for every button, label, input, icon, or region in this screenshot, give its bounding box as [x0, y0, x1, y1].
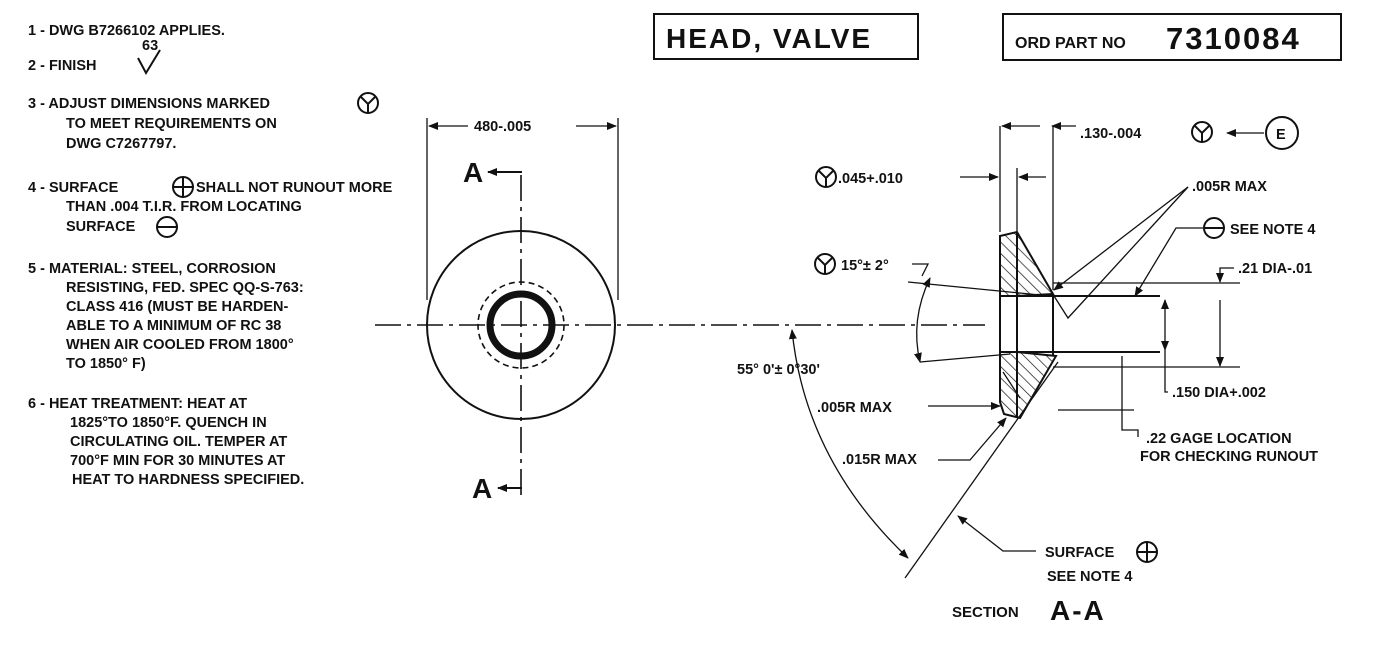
note-6-line-3: CIRCULATING OIL. TEMPER AT: [70, 434, 287, 450]
thickness-dimension: .130-.004: [1080, 126, 1141, 142]
note-5-line-6: TO 1850° F): [66, 356, 146, 372]
valve-head-outline: [999, 232, 1160, 418]
part-number: 7310084: [1166, 21, 1301, 56]
extension-lines: [426, 118, 619, 300]
note-5-line-3: CLASS 416 (MUST BE HARDEN-: [66, 299, 289, 315]
surface-label: SURFACE: [1045, 545, 1115, 561]
control-dimension-symbol-icon: [814, 253, 836, 275]
gage-location-line-1: .22 GAGE LOCATION: [1146, 431, 1292, 447]
title-box: HEAD, VALVE: [653, 13, 919, 60]
bore-ring: [486, 290, 556, 360]
section-label-big: A-A: [1050, 595, 1106, 626]
note-6-line-1: 6 - HEAT TREATMENT: HEAT AT: [28, 396, 247, 412]
lower-section-hatch: [999, 351, 1058, 420]
finish-value: 63: [142, 38, 158, 54]
notes-block: 1 - DWG B7266102 APPLIES. 2 - FINISH 63 …: [28, 23, 393, 488]
section-view: .130-.004 E .045+.010 .005R MAX SEE NOTE…: [737, 116, 1318, 626]
see-note-top: SEE NOTE 4: [1230, 222, 1315, 238]
section-label-small: SECTION: [952, 604, 1019, 621]
note-5-line-4: ABLE TO A MINIMUM OF RC 38: [66, 318, 281, 334]
chamfer-depth-dimension: .045+.010: [838, 171, 903, 187]
angle-55-dimension: 55° 0'± 0°30': [737, 362, 820, 378]
note-6-line-4: 700°F MIN FOR 30 MINUTES AT: [70, 453, 285, 469]
surface-plus-symbol-icon: [1136, 541, 1158, 563]
note-4-line-1b: SHALL NOT RUNOUT MORE: [196, 180, 393, 196]
radius-top-dimension: .005R MAX: [1192, 179, 1267, 195]
note-3-line-2: TO MEET REQUIREMENTS ON: [66, 116, 277, 132]
upper-section-hatch: [999, 230, 1055, 297]
note-2: 2 - FINISH: [28, 58, 96, 74]
note-5-line-5: WHEN AIR COOLED FROM 1800°: [66, 337, 294, 353]
note-3-line-3: DWG C7267797.: [66, 136, 176, 152]
datum-e-label: E: [1276, 127, 1286, 143]
diameter-21-dimension: .21 DIA-.01: [1238, 261, 1312, 277]
finish-check-icon: [137, 49, 161, 76]
section-marker-top: A: [463, 157, 485, 188]
drawing-title: HEAD, VALVE: [666, 23, 872, 54]
note-4-line-1: 4 - SURFACE: [28, 180, 119, 196]
surface-plus-symbol-icon: [172, 176, 194, 198]
note-6-line-5: HEAT TO HARDNESS SPECIFIED.: [72, 472, 304, 488]
note-5-line-1: 5 - MATERIAL: STEEL, CORROSION: [28, 261, 276, 277]
section-marker-bottom: A: [472, 473, 494, 504]
note-4-line-3: SURFACE: [66, 219, 136, 235]
note-4-line-2: THAN .004 T.I.R. FROM LOCATING: [66, 199, 302, 215]
note-6-line-2: 1825°TO 1850°F. QUENCH IN: [70, 415, 267, 431]
note-5-line-2: RESISTING, FED. SPEC QQ-S-763:: [66, 280, 304, 296]
see-note-bottom: SEE NOTE 4: [1047, 569, 1132, 585]
surface-minus-symbol-icon: [156, 216, 178, 238]
front-view: 480-.005 A A: [375, 118, 985, 504]
note-3-line-1: 3 - ADJUST DIMENSIONS MARKED: [28, 96, 270, 112]
hidden-diameter: [477, 281, 565, 369]
part-number-prefix: ORD PART NO: [1015, 35, 1126, 52]
outer-diameter: [426, 230, 616, 420]
note-1: 1 - DWG B7266102 APPLIES.: [28, 23, 225, 39]
radius-bottom-dimension: .005R MAX: [817, 400, 892, 416]
gage-location-line-2: FOR CHECKING RUNOUT: [1140, 449, 1318, 465]
diameter-dimension: 480-.005: [474, 119, 531, 135]
control-dimension-symbol-icon: [815, 166, 837, 188]
datum-e-symbol: E: [1265, 116, 1299, 150]
section-extension-lines: [999, 126, 1240, 368]
surface-minus-symbol-icon: [1203, 217, 1225, 239]
control-dimension-symbol-icon: [357, 92, 379, 114]
part-number-box: ORD PART NO 7310084: [1002, 13, 1342, 61]
radius-015-dimension: .015R MAX: [842, 452, 917, 468]
diameter-150-dimension: .150 DIA+.002: [1172, 385, 1266, 401]
angle-15-dimension: 15°± 2°: [841, 258, 889, 274]
control-dimension-symbol-icon: [1191, 121, 1213, 143]
